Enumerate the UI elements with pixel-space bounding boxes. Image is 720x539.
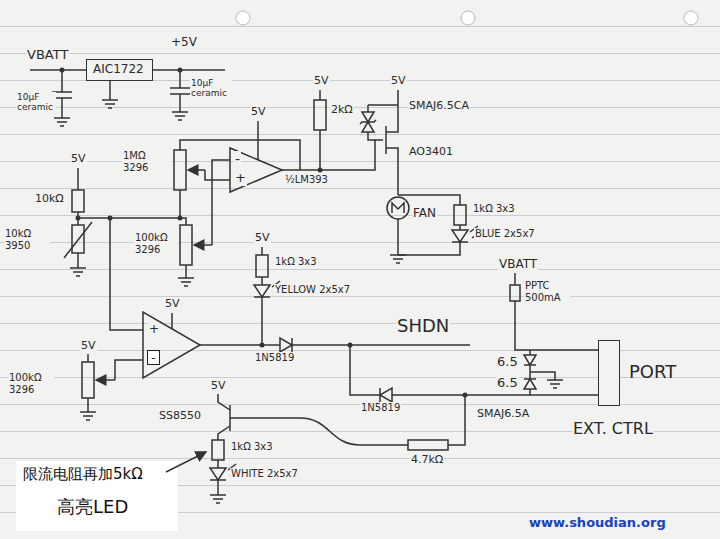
supply-label: 5V — [390, 75, 407, 88]
wires — [16, 70, 598, 531]
potentiometer-value: 100kΩ 3296 — [8, 372, 54, 395]
voltage-value: 6.5 — [496, 355, 519, 370]
resistor-value: 1kΩ 3x3 — [472, 203, 516, 215]
supply-label: VBATT — [26, 48, 69, 63]
resistor-value: 1kΩ 3x3 — [230, 441, 274, 453]
chip-box: AIC1722 — [86, 59, 153, 81]
part-name: AO3401 — [408, 146, 454, 159]
supply-label: 5V — [313, 75, 330, 88]
part-name: PPTC 500mA — [524, 280, 570, 303]
part-name: 1N5819 — [254, 352, 295, 364]
box-label: PORT — [629, 361, 676, 382]
input-sign: + — [148, 323, 160, 337]
capacitor-value: 10μF ceramic — [190, 78, 232, 99]
part-name: SS8550 — [158, 410, 202, 423]
part-name: SMAJ6.5A — [476, 408, 530, 421]
potentiometer-value: 100kΩ 3296 — [134, 232, 178, 255]
annotation-note: 高亮LED — [56, 497, 129, 518]
resistor-value: 1kΩ 3x3 — [274, 256, 318, 268]
port-box: PORT — [598, 340, 620, 406]
ground-symbols — [54, 100, 563, 503]
box-label: AIC1722 — [93, 62, 146, 76]
supply-label: 5V — [80, 340, 97, 353]
supply-label: VBATT — [498, 258, 538, 272]
supply-label: 5V — [250, 106, 267, 119]
input-sign: - — [147, 350, 160, 365]
resistor-value: 2kΩ — [330, 104, 354, 117]
supply-label: 5V — [254, 232, 271, 245]
thermistor-value: 10kΩ 3950 — [4, 228, 50, 251]
part-name: ½LM393 — [284, 174, 329, 186]
watermark: www.shoudian.org — [528, 516, 667, 531]
potentiometer-value: 1MΩ 3296 — [122, 150, 172, 173]
input-sign: - — [234, 151, 241, 167]
annotation-note: 限流电阻再加5kΩ — [22, 466, 144, 483]
signal-name: EXT. CTRL — [572, 420, 654, 438]
junction-dots — [60, 68, 468, 398]
supply-label: 5V — [164, 298, 181, 311]
resistor-value: 4.7kΩ — [410, 454, 444, 467]
supply-label: +5V — [170, 36, 198, 50]
signal-name: SHDN — [396, 316, 450, 337]
input-sign: + — [234, 171, 247, 186]
led-name: YELLOW 2x5x7 — [274, 284, 351, 296]
voltage-value: 6.5 — [496, 376, 519, 391]
supply-label: 5V — [70, 153, 87, 166]
part-name: FAN — [412, 207, 437, 221]
part-name: SMAJ6.5CA — [408, 100, 470, 113]
part-name: 1N5819 — [360, 402, 401, 414]
led-name: WHITE 2x5x7 — [230, 468, 299, 480]
paper-holes — [236, 11, 698, 25]
resistor-value: 10kΩ — [34, 193, 65, 206]
led-name: BLUE 2x5x7 — [474, 228, 536, 240]
capacitor-value: 10μF ceramic — [16, 92, 56, 113]
supply-label: 5V — [210, 380, 227, 393]
